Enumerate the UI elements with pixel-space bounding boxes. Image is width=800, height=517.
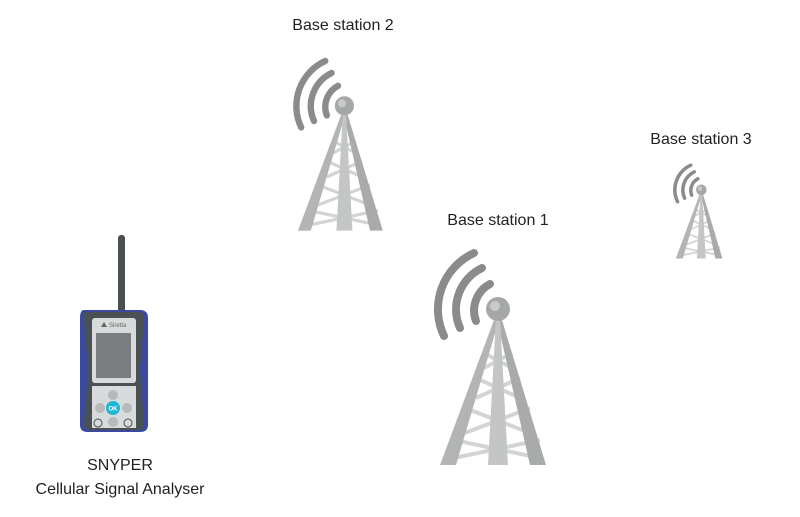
base-station-1-label: Base station 1 bbox=[447, 212, 549, 229]
base-station-3-tower-icon bbox=[673, 163, 725, 261]
device-description-label: Cellular Signal Analyser bbox=[35, 481, 205, 498]
ok-button-label: OK bbox=[109, 407, 119, 413]
base-station-3-label: Base station 3 bbox=[650, 131, 752, 148]
base-station-2-tower-icon bbox=[296, 61, 382, 231]
snyper-device-icon: Siretta OK bbox=[80, 235, 148, 432]
device-brand-logo: Siretta bbox=[109, 323, 127, 329]
back-icon bbox=[123, 418, 133, 428]
power-icon bbox=[93, 418, 103, 428]
base-station-2-label: Base station 2 bbox=[292, 17, 394, 34]
device-name-label: SNYPER bbox=[87, 457, 153, 474]
base-station-1-tower-icon bbox=[438, 253, 546, 465]
